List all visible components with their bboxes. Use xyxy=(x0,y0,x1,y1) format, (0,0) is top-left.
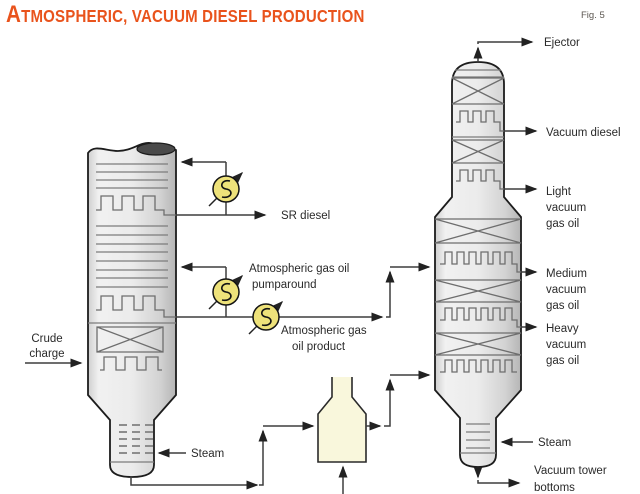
label-vacuum-bottoms: Vacuum tower xyxy=(534,465,607,477)
pipe-transfer-line xyxy=(366,370,431,431)
svg-text:bottoms: bottoms xyxy=(534,482,575,494)
label-heavy-vgo: Heavy xyxy=(546,323,579,335)
svg-text:vacuum: vacuum xyxy=(546,339,586,351)
svg-text:gas oil: gas oil xyxy=(546,218,579,230)
svg-text:gas oil: gas oil xyxy=(546,300,579,312)
vacuum-column-packing xyxy=(434,77,522,356)
page-title: ATMOSPHERIC, VACUUM DIESEL PRODUCTION xyxy=(6,2,365,29)
furnace xyxy=(317,377,367,463)
vacuum-column-lines xyxy=(452,69,504,454)
figure-number: Fig. 5 xyxy=(581,10,605,21)
label-vacuum-diesel: Vacuum diesel xyxy=(546,127,621,139)
furnace-body xyxy=(318,377,366,462)
furnace-outline xyxy=(317,377,367,463)
label-steam-right: Steam xyxy=(538,437,571,449)
heat-exchanger-2-icon xyxy=(208,274,244,310)
label-ago-product: Atmospheric gas xyxy=(281,325,367,337)
label-light-vgo: Light xyxy=(546,186,572,198)
atmospheric-column-chimney-trays xyxy=(96,195,176,371)
stream-labels: Crude charge Steam SR diesel Atmospheric… xyxy=(29,37,620,494)
label-ago-pumparound: Atmospheric gas oil xyxy=(249,263,349,275)
svg-text:vacuum: vacuum xyxy=(546,284,586,296)
pipe-atmospheric-bottoms xyxy=(130,421,315,490)
svg-text:charge: charge xyxy=(29,348,64,360)
pipe-vacuum-bottoms xyxy=(473,466,521,488)
atmospheric-column-trays xyxy=(88,163,176,463)
label-medium-vgo: Medium xyxy=(546,268,587,280)
svg-text:vacuum: vacuum xyxy=(546,202,586,214)
atmospheric-stripper-perforations xyxy=(119,424,153,454)
svg-text:pumparound: pumparound xyxy=(252,279,317,291)
title-initial: A xyxy=(6,1,22,28)
atmospheric-column-packing xyxy=(96,326,164,353)
svg-text:gas oil: gas oil xyxy=(546,355,579,367)
label-sr-diesel: SR diesel xyxy=(281,210,330,222)
atmospheric-column xyxy=(87,142,177,478)
label-steam-left: Steam xyxy=(191,448,224,460)
title-text: TMOSPHERIC, VACUUM DIESEL PRODUCTION xyxy=(21,6,365,26)
label-ejector: Ejector xyxy=(544,37,580,49)
vacuum-column xyxy=(434,61,522,468)
open-top-rim xyxy=(136,142,176,156)
label-crude-charge: Crude xyxy=(31,333,62,345)
vacuum-column-chimney-trays xyxy=(440,110,521,373)
heat-exchanger-1-icon xyxy=(208,171,244,207)
heat-exchanger-3-icon xyxy=(248,300,284,335)
svg-text:oil product: oil product xyxy=(292,341,346,353)
pipe-ejector xyxy=(473,37,534,62)
